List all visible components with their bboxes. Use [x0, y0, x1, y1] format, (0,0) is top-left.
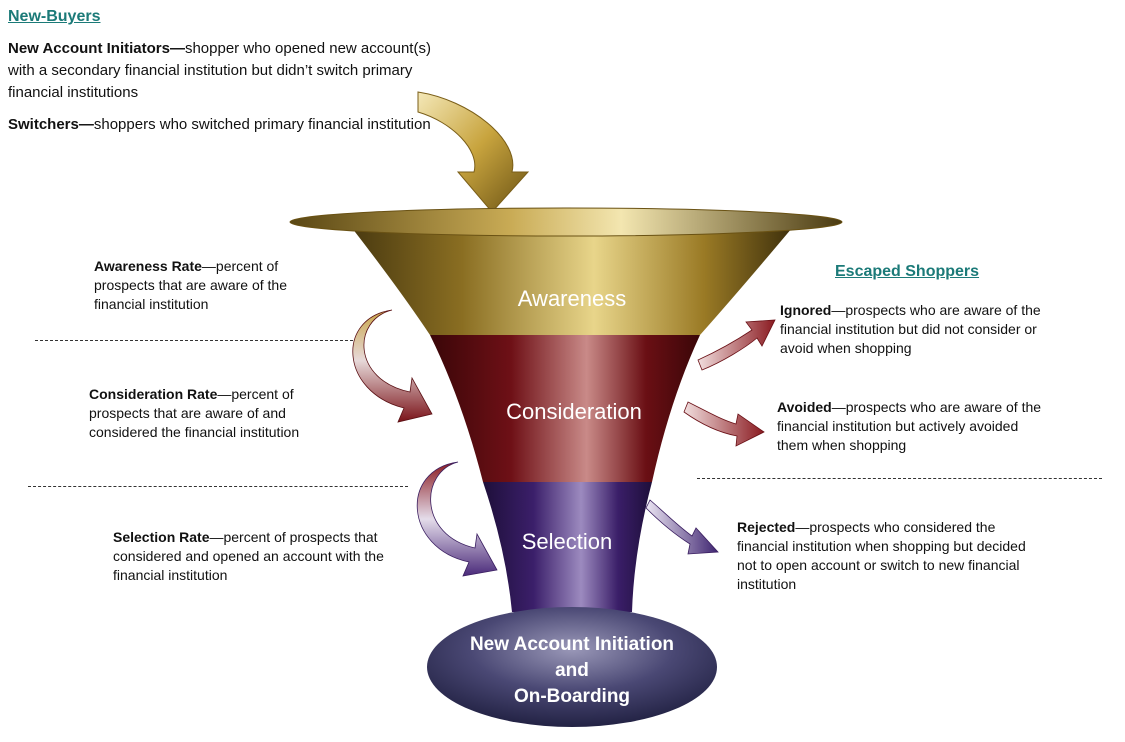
- separator-left-1: [35, 340, 353, 341]
- funnel-selection-segment: [483, 482, 652, 612]
- ignored-arrow: [697, 319, 776, 371]
- base-line-2: and: [555, 660, 589, 681]
- initiators-desc: shopper who opened new account(s) with a…: [8, 40, 431, 101]
- switchers-desc: shoppers who switched primary financial …: [93, 116, 431, 133]
- avoided-desc: —prospects who are aware of the financia…: [777, 399, 1042, 453]
- awareness-rate-definition: Awareness Rate—percent of prospects that…: [94, 257, 339, 314]
- stage-consideration-label: Consideration: [506, 399, 642, 424]
- funnel-awareness-segment: [352, 228, 792, 335]
- selection-rate-definition: Selection Rate—percent of prospects that…: [113, 528, 413, 585]
- new-buyers-heading[interactable]: New-Buyers: [8, 8, 101, 25]
- consideration-rate-term: Consideration Rate: [89, 386, 218, 402]
- rejected-desc: —prospects who considered the financial …: [737, 519, 1026, 592]
- new-account-base: [427, 607, 717, 727]
- awareness-rate-desc: —percent of prospects that are aware of …: [94, 258, 287, 312]
- ignored-desc: —prospects who are aware of the financia…: [780, 302, 1041, 356]
- stage-awareness-label: Awareness: [517, 286, 627, 311]
- base-line-1: New Account Initiation: [469, 634, 675, 655]
- consideration-rate-arrow: [416, 461, 498, 577]
- base-line-3: On-Boarding: [513, 686, 631, 707]
- consideration-rate-definition: Consideration Rate—percent of prospects …: [89, 385, 349, 442]
- awareness-rate-term: Awareness Rate: [94, 258, 202, 274]
- switchers-term: Switchers—: [8, 116, 94, 133]
- funnel-consideration-segment: [430, 335, 700, 482]
- separator-right: [697, 478, 1102, 479]
- awareness-rate-arrow: [352, 309, 433, 423]
- ignored-term: Ignored: [780, 302, 832, 318]
- rejected-arrow: [645, 499, 719, 555]
- avoided-arrow: [683, 401, 765, 447]
- initiators-term: New Account Initiators—: [8, 40, 185, 57]
- switchers-definition: Switchers—shoppers who switched primary …: [8, 114, 448, 136]
- rejected-term: Rejected: [737, 519, 796, 535]
- stage-selection-label: Selection: [521, 529, 613, 554]
- rejected-definition: Rejected—prospects who considered the fi…: [737, 518, 1037, 594]
- consideration-rate-desc: —percent of prospects that are aware of …: [89, 386, 300, 440]
- escaped-shoppers-heading[interactable]: Escaped Shoppers: [835, 263, 980, 280]
- separator-left-2: [28, 486, 408, 487]
- selection-rate-desc: —percent of prospects that considered an…: [113, 529, 384, 583]
- avoided-definition: Avoided—prospects who are aware of the f…: [777, 398, 1052, 455]
- incoming-arrow: [417, 91, 530, 213]
- selection-rate-term: Selection Rate: [113, 529, 210, 545]
- ignored-definition: Ignored—prospects who are aware of the f…: [780, 301, 1070, 358]
- avoided-term: Avoided: [777, 399, 832, 415]
- new-account-initiation-label: New Account Initiation and On-Boarding: [437, 632, 707, 710]
- funnel-rim: [289, 207, 843, 237]
- new-account-initiators-definition: New Account Initiators—shopper who opene…: [8, 38, 458, 104]
